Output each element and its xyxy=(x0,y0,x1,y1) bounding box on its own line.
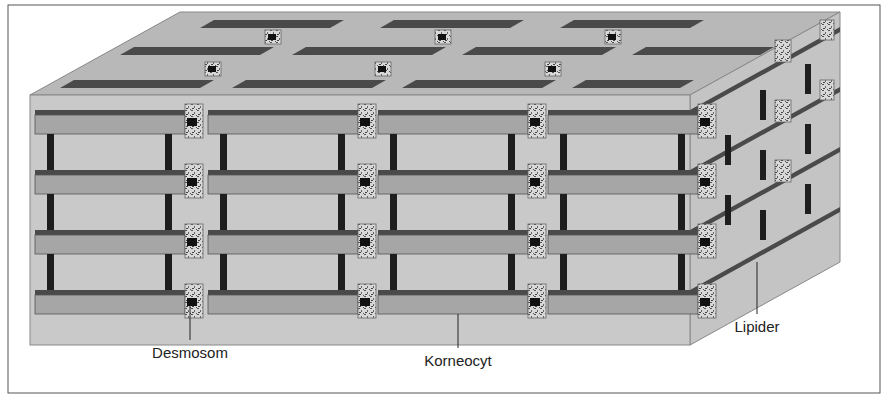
part-label: Lipider xyxy=(734,318,779,336)
part-label: Korneocyt xyxy=(424,352,492,370)
part-label: Desmosom xyxy=(152,344,228,362)
